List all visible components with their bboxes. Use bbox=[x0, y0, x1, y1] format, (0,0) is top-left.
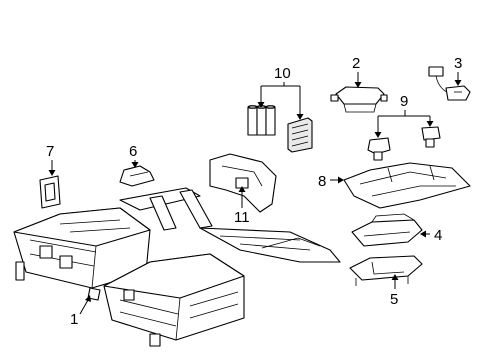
part-10-cell-modules bbox=[247, 105, 313, 153]
battery-assembly bbox=[13, 187, 341, 347]
callout-4: 4 bbox=[434, 227, 442, 244]
callout-3: 3 bbox=[454, 55, 462, 72]
part-4-bracket bbox=[351, 213, 423, 247]
callout-labels: 1 2 3 4 5 6 7 8 9 10 11 bbox=[46, 55, 462, 328]
callout-7: 7 bbox=[46, 143, 54, 160]
part-11-clamp bbox=[209, 153, 277, 213]
callout-8: 8 bbox=[318, 173, 326, 190]
callout-11: 11 bbox=[234, 209, 250, 226]
callout-6: 6 bbox=[129, 143, 137, 160]
callout-9: 9 bbox=[400, 93, 408, 110]
callout-2: 2 bbox=[352, 55, 360, 72]
part-6-clip bbox=[119, 165, 155, 187]
callout-10: 10 bbox=[274, 65, 291, 82]
part-5-lower-bracket bbox=[349, 255, 423, 286]
part-3-harness-connector bbox=[428, 66, 471, 101]
part-7-gasket bbox=[39, 175, 61, 209]
part-2-control-unit bbox=[330, 86, 388, 113]
callout-1: 1 bbox=[70, 311, 78, 328]
leader-lines bbox=[48, 72, 462, 315]
callout-5: 5 bbox=[390, 291, 398, 308]
part-8-cover-plate bbox=[343, 162, 471, 209]
part-9-sensors bbox=[367, 126, 441, 161]
